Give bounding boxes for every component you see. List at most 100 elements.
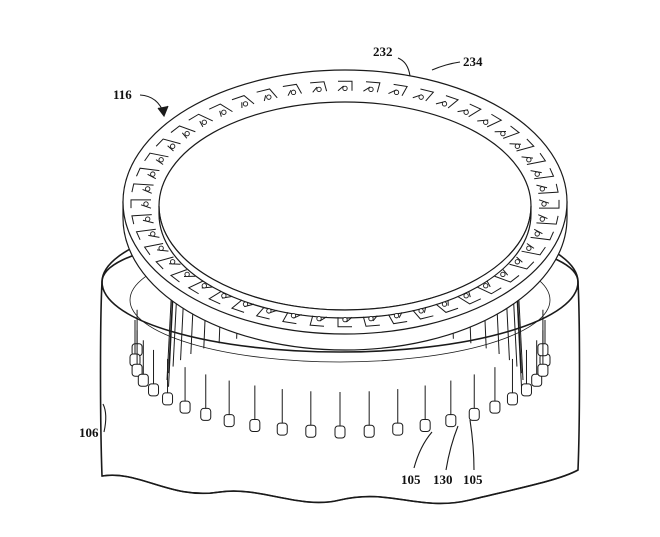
ring-slot-hole: [242, 101, 249, 107]
ring-slot: [155, 138, 181, 152]
leader-106: [102, 403, 107, 433]
leader-130: [445, 425, 459, 471]
ring-slot-hole: [290, 89, 297, 95]
ring-slot-hole: [441, 101, 448, 107]
ring-slot-hole: [500, 271, 506, 278]
lower-pin-foot: [392, 422, 404, 436]
ring-slot-hole: [483, 283, 489, 289]
ring-slot-hole: [500, 130, 506, 137]
lower-pin-foot: [162, 392, 174, 406]
label-130: 130: [433, 472, 453, 487]
ring-slot: [477, 280, 502, 295]
ring-slot-hole: [342, 85, 348, 92]
ring-slot-hole: [221, 109, 227, 115]
ring-slot-hole: [316, 315, 322, 322]
ring-slot: [282, 83, 302, 96]
ring-slot: [231, 95, 255, 109]
lower-pin-array: [129, 309, 551, 439]
ring-slot-hole: [483, 119, 489, 125]
housing-break-line: [101, 469, 579, 505]
ring-slot-hole: [393, 313, 400, 319]
ring-slot-hole: [201, 283, 207, 289]
lower-pin-foot: [137, 373, 149, 387]
ring-slot: [435, 299, 459, 313]
reference-labels: 116 232 234 106 105 130 105: [79, 44, 483, 487]
ring-slot-hole: [534, 171, 540, 177]
ring-slot-hole: [342, 316, 348, 323]
ring-slot-hole: [221, 293, 227, 299]
ring-slot: [509, 256, 535, 270]
ring-inner-wall: [158, 205, 532, 319]
ring-slot-hole: [368, 86, 374, 93]
ring-slot-hole: [150, 231, 156, 237]
ring-slot-hole: [514, 259, 520, 265]
ring-slot-hole: [534, 231, 540, 237]
label-105-left: 105: [401, 472, 421, 487]
ring-slot: [521, 243, 546, 256]
leader-105-left: [413, 431, 433, 469]
ring-slot-hole: [184, 130, 190, 137]
lower-pin-foot: [305, 424, 317, 438]
lower-pin-foot: [363, 424, 375, 438]
ring-slot-hole: [539, 186, 545, 192]
ring-slot: [144, 152, 169, 165]
ring-slot-hole: [242, 301, 249, 307]
ring-slot-hole: [368, 315, 374, 322]
ring-top-face: [122, 69, 568, 335]
lower-pin-foot: [419, 418, 431, 432]
ring-slot-hole: [441, 301, 448, 307]
lower-pin-foot: [179, 400, 191, 414]
lower-pin-foot: [200, 407, 212, 421]
ring-slot: [494, 269, 520, 283]
ring-slot-hole: [393, 89, 400, 95]
lower-pin-foot: [520, 383, 532, 397]
ring-slot-hole: [514, 143, 520, 149]
ring-slot-hole: [158, 245, 164, 251]
ring-slot-hole: [418, 94, 424, 100]
lower-pin-foot: [489, 400, 501, 414]
ring-slot-hole: [170, 143, 176, 149]
label-234: 234: [463, 54, 483, 69]
lower-pin-foot: [148, 383, 160, 397]
label-116: 116: [113, 87, 132, 102]
ring-slot-hole: [418, 308, 424, 314]
ring-slot-hole: [266, 94, 272, 100]
ring-slot: [362, 315, 380, 327]
lower-pin-foot: [249, 418, 261, 432]
lower-pin-foot: [334, 425, 346, 439]
arrowhead-116: [157, 105, 169, 118]
ring-slot-hole: [541, 201, 547, 207]
ring-slot-hole: [290, 313, 297, 319]
ring-slot: [337, 80, 353, 92]
ring-slot: [188, 113, 213, 128]
ring-slot-hole: [463, 109, 469, 115]
ring-slot-hole: [463, 293, 469, 299]
lower-pin-foot: [223, 414, 235, 428]
ring-slot: [412, 306, 434, 320]
ring-slot: [143, 243, 169, 256]
ring-slot-hole: [170, 259, 176, 265]
ring-slot-hole: [150, 171, 156, 177]
ring-slot: [170, 125, 196, 139]
ring-slot: [388, 312, 408, 325]
ring-slot: [337, 316, 353, 328]
ring-slot-hole: [143, 201, 149, 207]
leader-232: [397, 57, 411, 77]
ring-slot-hole: [145, 216, 151, 222]
lower-pin-foot: [276, 422, 288, 436]
leader-105-right: [469, 419, 475, 471]
ring-slot-hole: [201, 119, 207, 125]
ring-slot-hole: [184, 271, 190, 278]
terminal-ring: [122, 69, 568, 351]
lower-pin-foot: [445, 414, 457, 428]
label-106: 106: [79, 425, 99, 440]
lower-pin-foot: [531, 373, 543, 387]
lower-pin-foot: [506, 392, 518, 406]
ring-slot-hole: [526, 157, 532, 163]
ring-slot-hole: [316, 86, 322, 93]
ring-slot: [310, 81, 328, 93]
leader-lines: [102, 57, 475, 471]
ring-slot: [521, 152, 547, 165]
ring-slot-hole: [158, 157, 164, 163]
